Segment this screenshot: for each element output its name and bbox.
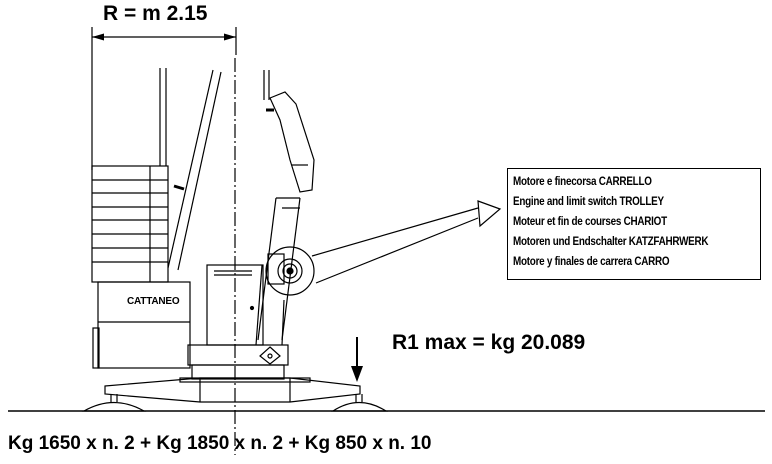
outrigger-pad-right [330, 394, 389, 412]
load-label: R1 max = kg 20.089 [392, 331, 586, 354]
callout-line-de: Motoren und Endschalter KATZFAHRWERK [513, 236, 709, 248]
callout-line-es: Motore y finales de carrera CARRO [513, 256, 670, 268]
radius-dimension [91, 27, 237, 170]
callout-line-en: Engine and limit switch TROLLEY [513, 196, 664, 208]
ballast-label: Kg 1650 x n. 2 + Kg 1850 x n. 2 + Kg 850… [8, 433, 432, 454]
callout-arrow [311, 200, 502, 284]
trolley-motor [265, 246, 315, 296]
callout-line-it: Motore e finecorsa CARRELLO [513, 176, 652, 188]
outrigger-pad-left [81, 394, 147, 412]
radius-label: R = m 2.15 [103, 2, 208, 25]
counterweight-stack [91, 165, 169, 283]
brand-logo: CATTANEO [127, 296, 180, 307]
turntable-body [92, 281, 289, 380]
callout-box: Motore e finecorsa CARRELLO Engine and l… [507, 168, 761, 280]
callout-line-fr: Moteur et fin de courses CHARIOT [513, 216, 667, 228]
load-arrow [351, 337, 363, 382]
crane-chassis [104, 377, 361, 403]
counterjib-tie [159, 68, 222, 271]
folded-jib [255, 70, 315, 365]
